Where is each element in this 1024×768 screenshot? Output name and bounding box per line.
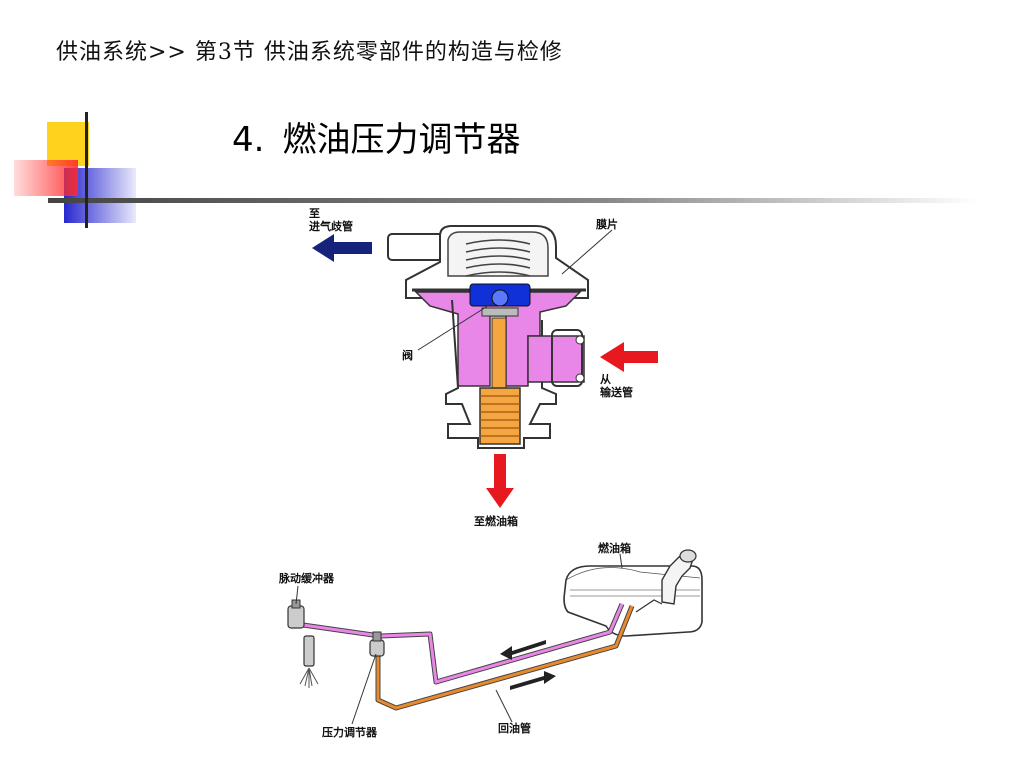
breadcrumb: 供油系统>> 第3节 供油系统零部件的构造与检修 <box>56 40 563 65</box>
flow-arrow-right <box>510 671 556 690</box>
label-pressure-regulator: 压力调节器 <box>322 725 378 739</box>
regulator-cross-section <box>387 225 613 449</box>
pulsation-damper <box>287 599 305 629</box>
divider-line <box>48 198 978 203</box>
spring <box>465 239 531 277</box>
title-decoration <box>14 112 978 228</box>
flow-arrow-left <box>500 640 546 660</box>
label-to-intake-2: 进气歧管 <box>309 219 353 233</box>
title-text: 燃油压力调节器 <box>282 120 521 160</box>
return-tube <box>491 317 507 391</box>
injector <box>299 635 319 688</box>
fuel-tank <box>563 549 703 637</box>
label-from-2: 输送管 <box>600 385 633 399</box>
vertical-line <box>85 112 88 228</box>
arrow-from-supply <box>600 342 658 372</box>
arrow-to-tank <box>486 454 514 508</box>
red-square <box>14 160 78 196</box>
fuel-system-layout <box>287 549 703 725</box>
label-valve: 阀 <box>402 348 413 362</box>
label-to-tank: 至燃油箱 <box>474 514 518 528</box>
vacuum-nipple <box>387 233 445 261</box>
inlet-pipe <box>527 335 585 383</box>
label-from-1: 从 <box>600 373 611 386</box>
label-fuel-tank: 燃油箱 <box>597 541 631 555</box>
label-pulsation-damper: 脉动缓冲器 <box>278 571 335 585</box>
page-title: 4. 燃油压力调节器 <box>232 112 520 161</box>
label-return-line: 回油管 <box>498 721 531 735</box>
title-number: 4. <box>232 120 265 160</box>
arrow-to-intake <box>312 234 372 262</box>
label-diaphragm: 膜片 <box>596 217 618 231</box>
yellow-square <box>47 122 89 166</box>
return-fitting <box>479 387 521 445</box>
label-to-intake-1: 至 <box>309 207 320 220</box>
pressure-regulator-small <box>369 631 385 657</box>
